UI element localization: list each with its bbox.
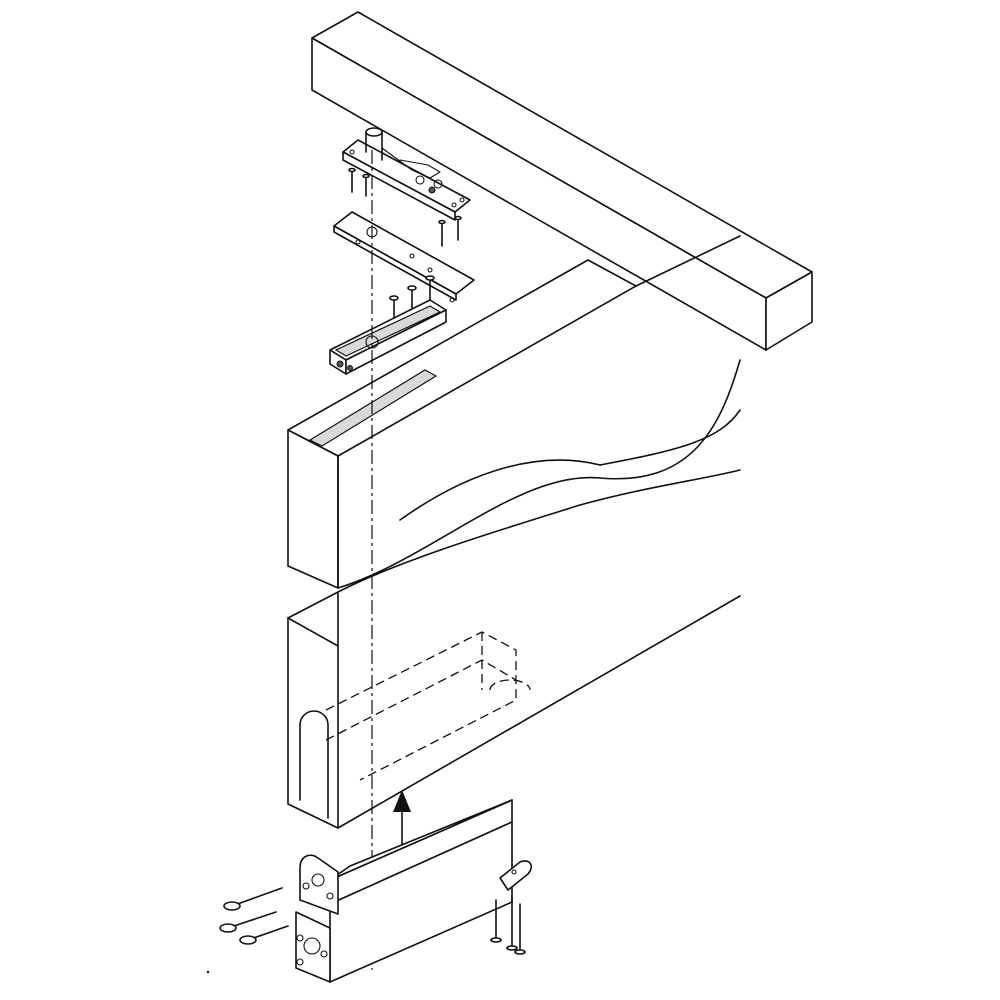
door-panel-bottom <box>287 469 741 829</box>
screw <box>223 887 283 911</box>
top-pivot-door-arm <box>329 299 447 375</box>
screw <box>454 215 462 241</box>
screw <box>239 925 289 945</box>
screw <box>506 897 518 951</box>
top-pivot-plate <box>342 127 471 221</box>
stray-mark <box>206 970 210 974</box>
screw <box>438 219 446 247</box>
floor-closer-box <box>329 799 513 983</box>
screw <box>348 167 356 193</box>
screw <box>362 173 370 197</box>
floor-closer-bracket <box>295 854 532 983</box>
screw <box>514 903 526 955</box>
top-pivot-shim-plate <box>333 211 475 303</box>
door-panel-top <box>287 235 741 589</box>
screw <box>490 899 502 943</box>
overhead-header-beam <box>311 11 813 351</box>
top-pivot-plate-screws <box>348 167 462 247</box>
floor-closer-screws <box>219 887 526 955</box>
screw <box>219 911 277 933</box>
